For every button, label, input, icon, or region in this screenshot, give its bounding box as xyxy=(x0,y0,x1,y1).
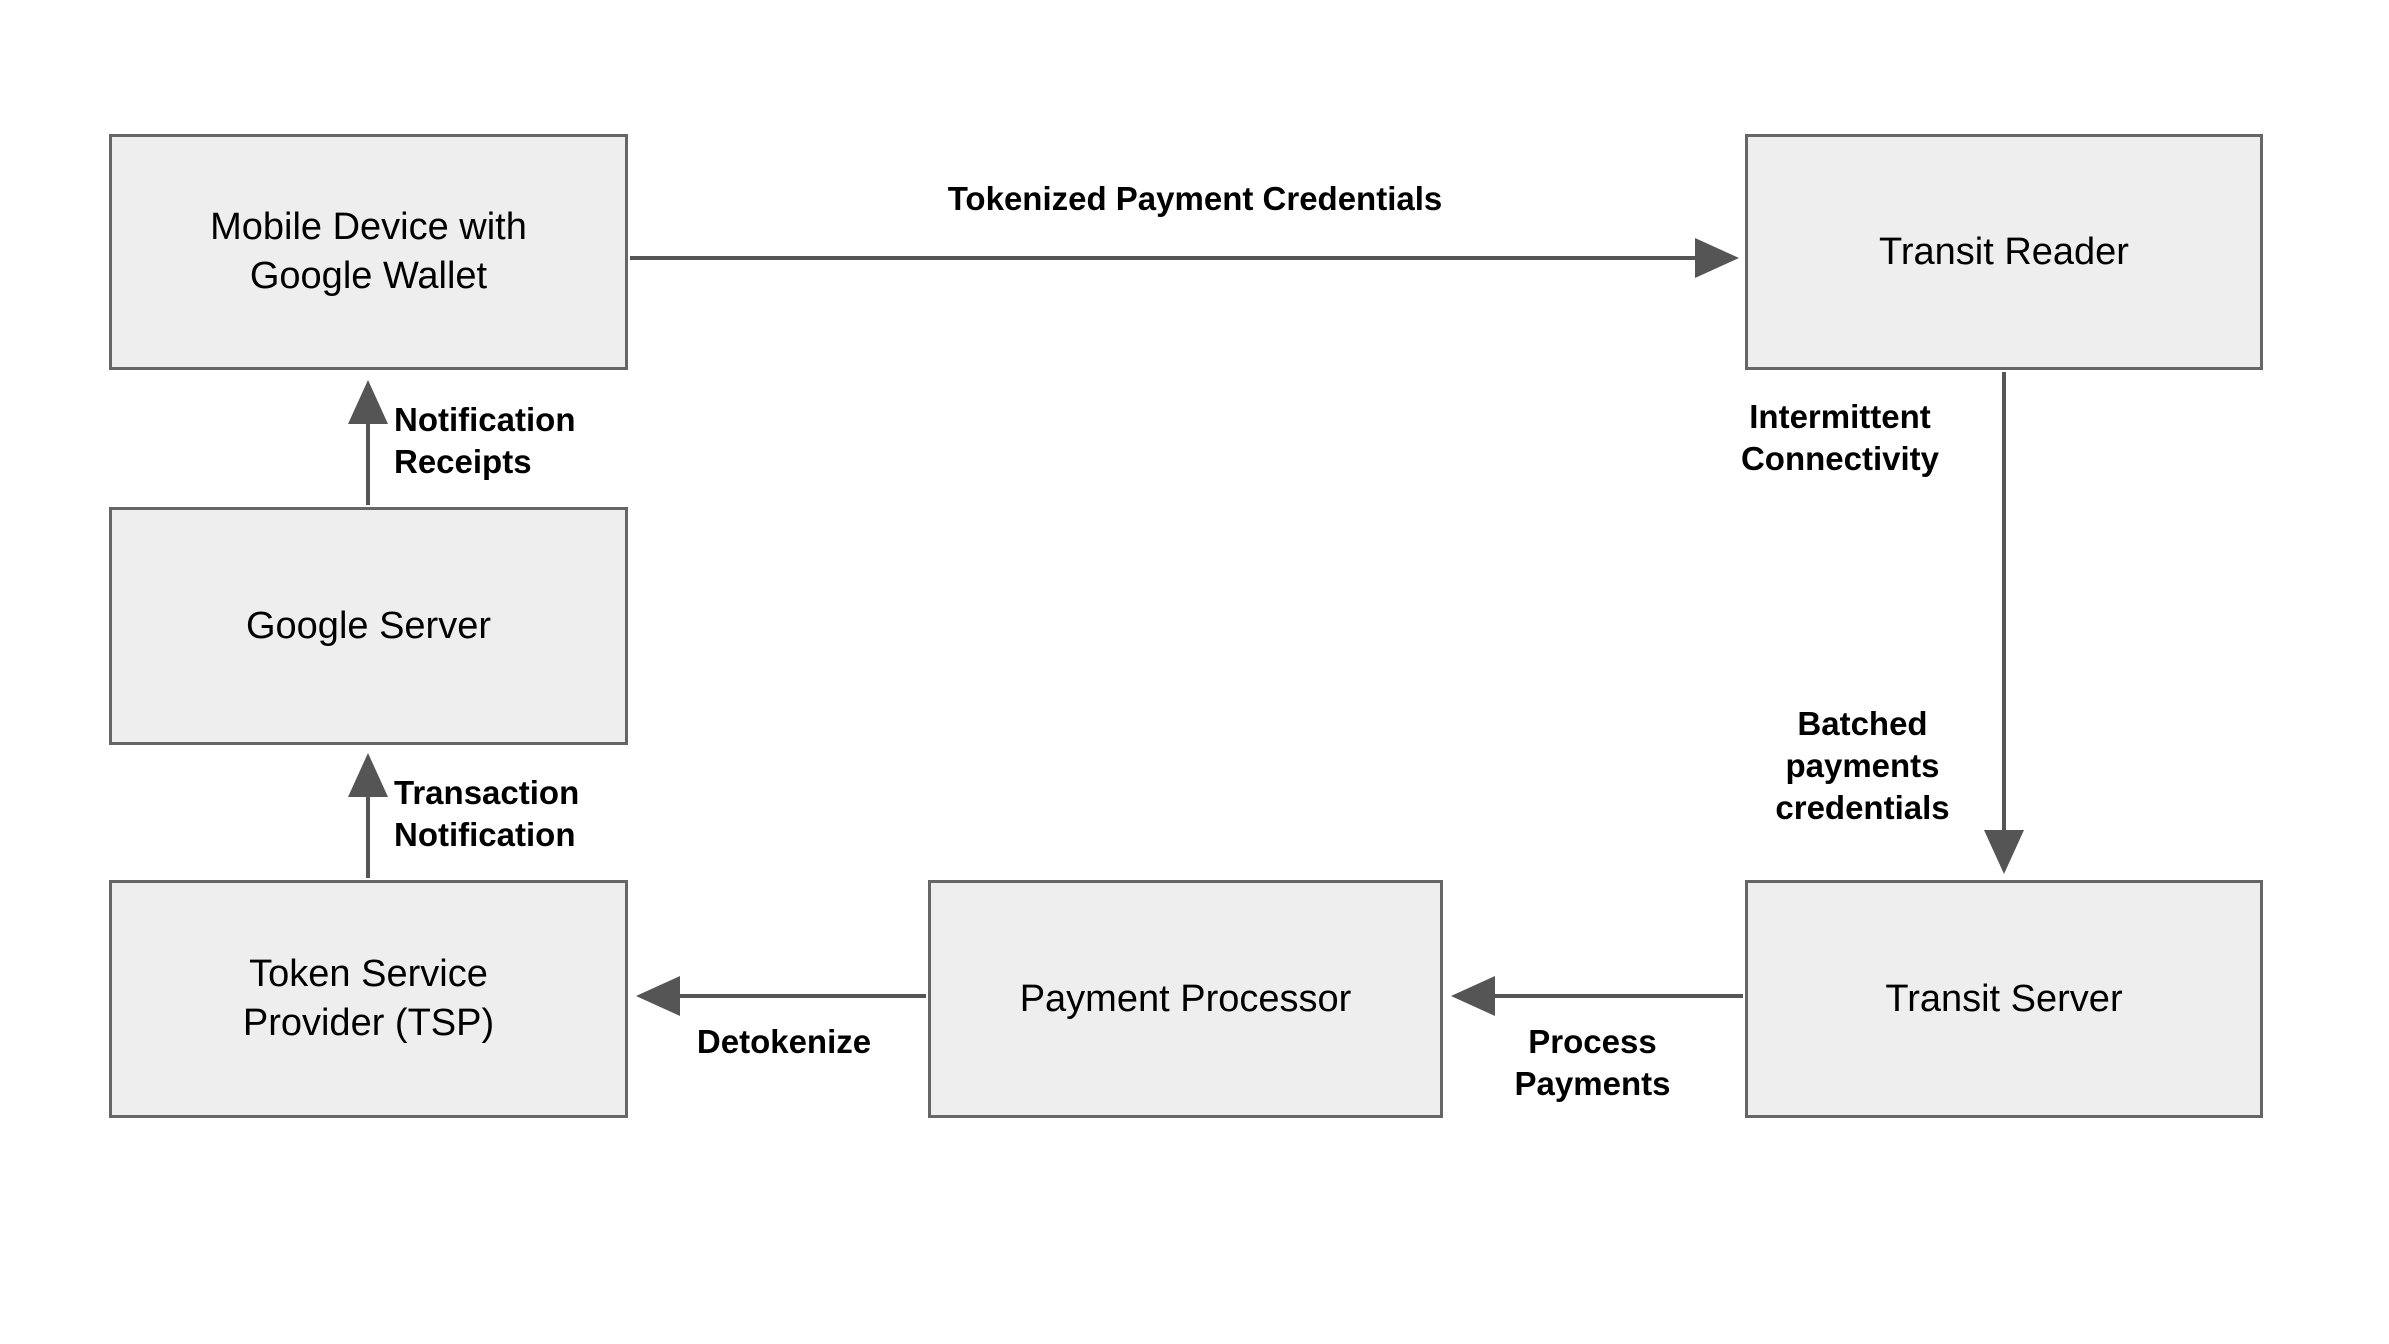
node-transit-server-label: Transit Server xyxy=(1885,977,2123,1020)
node-transit-reader-label: Transit Reader xyxy=(1879,230,2129,273)
node-payment-processor[interactable]: Payment Processor xyxy=(928,880,1443,1118)
node-google-server[interactable]: Google Server xyxy=(109,507,628,745)
edge-label-batched-payments-credentials: Batched payments credentials xyxy=(1775,705,1950,827)
node-mobile-device[interactable]: Mobile Device with Google Wallet xyxy=(109,134,628,370)
node-transit-reader[interactable]: Transit Reader xyxy=(1745,134,2263,370)
node-payment-processor-label: Payment Processor xyxy=(1019,977,1352,1020)
edge-label-transaction-notification: Transaction Notification xyxy=(394,774,580,854)
node-mobile-device-label: Mobile Device with Google Wallet xyxy=(210,206,527,297)
edge-label-intermittent-connectivity: Intermittent Connectivity xyxy=(1740,398,1940,478)
edge-label-detokenize: Detokenize xyxy=(696,1023,872,1060)
node-google-server-label: Google Server xyxy=(245,604,491,647)
node-token-service-provider-label: Token Service Provider (TSP) xyxy=(242,953,495,1044)
edge-label-notification-receipts: Notification Receipts xyxy=(394,401,576,481)
node-token-service-provider[interactable]: Token Service Provider (TSP) xyxy=(109,880,628,1118)
edge-label-tokenized-payment-credentials: Tokenized Payment Credentials xyxy=(947,180,1443,217)
edge-label-process-payments: Process Payments xyxy=(1514,1023,1671,1103)
node-transit-server[interactable]: Transit Server xyxy=(1745,880,2263,1118)
